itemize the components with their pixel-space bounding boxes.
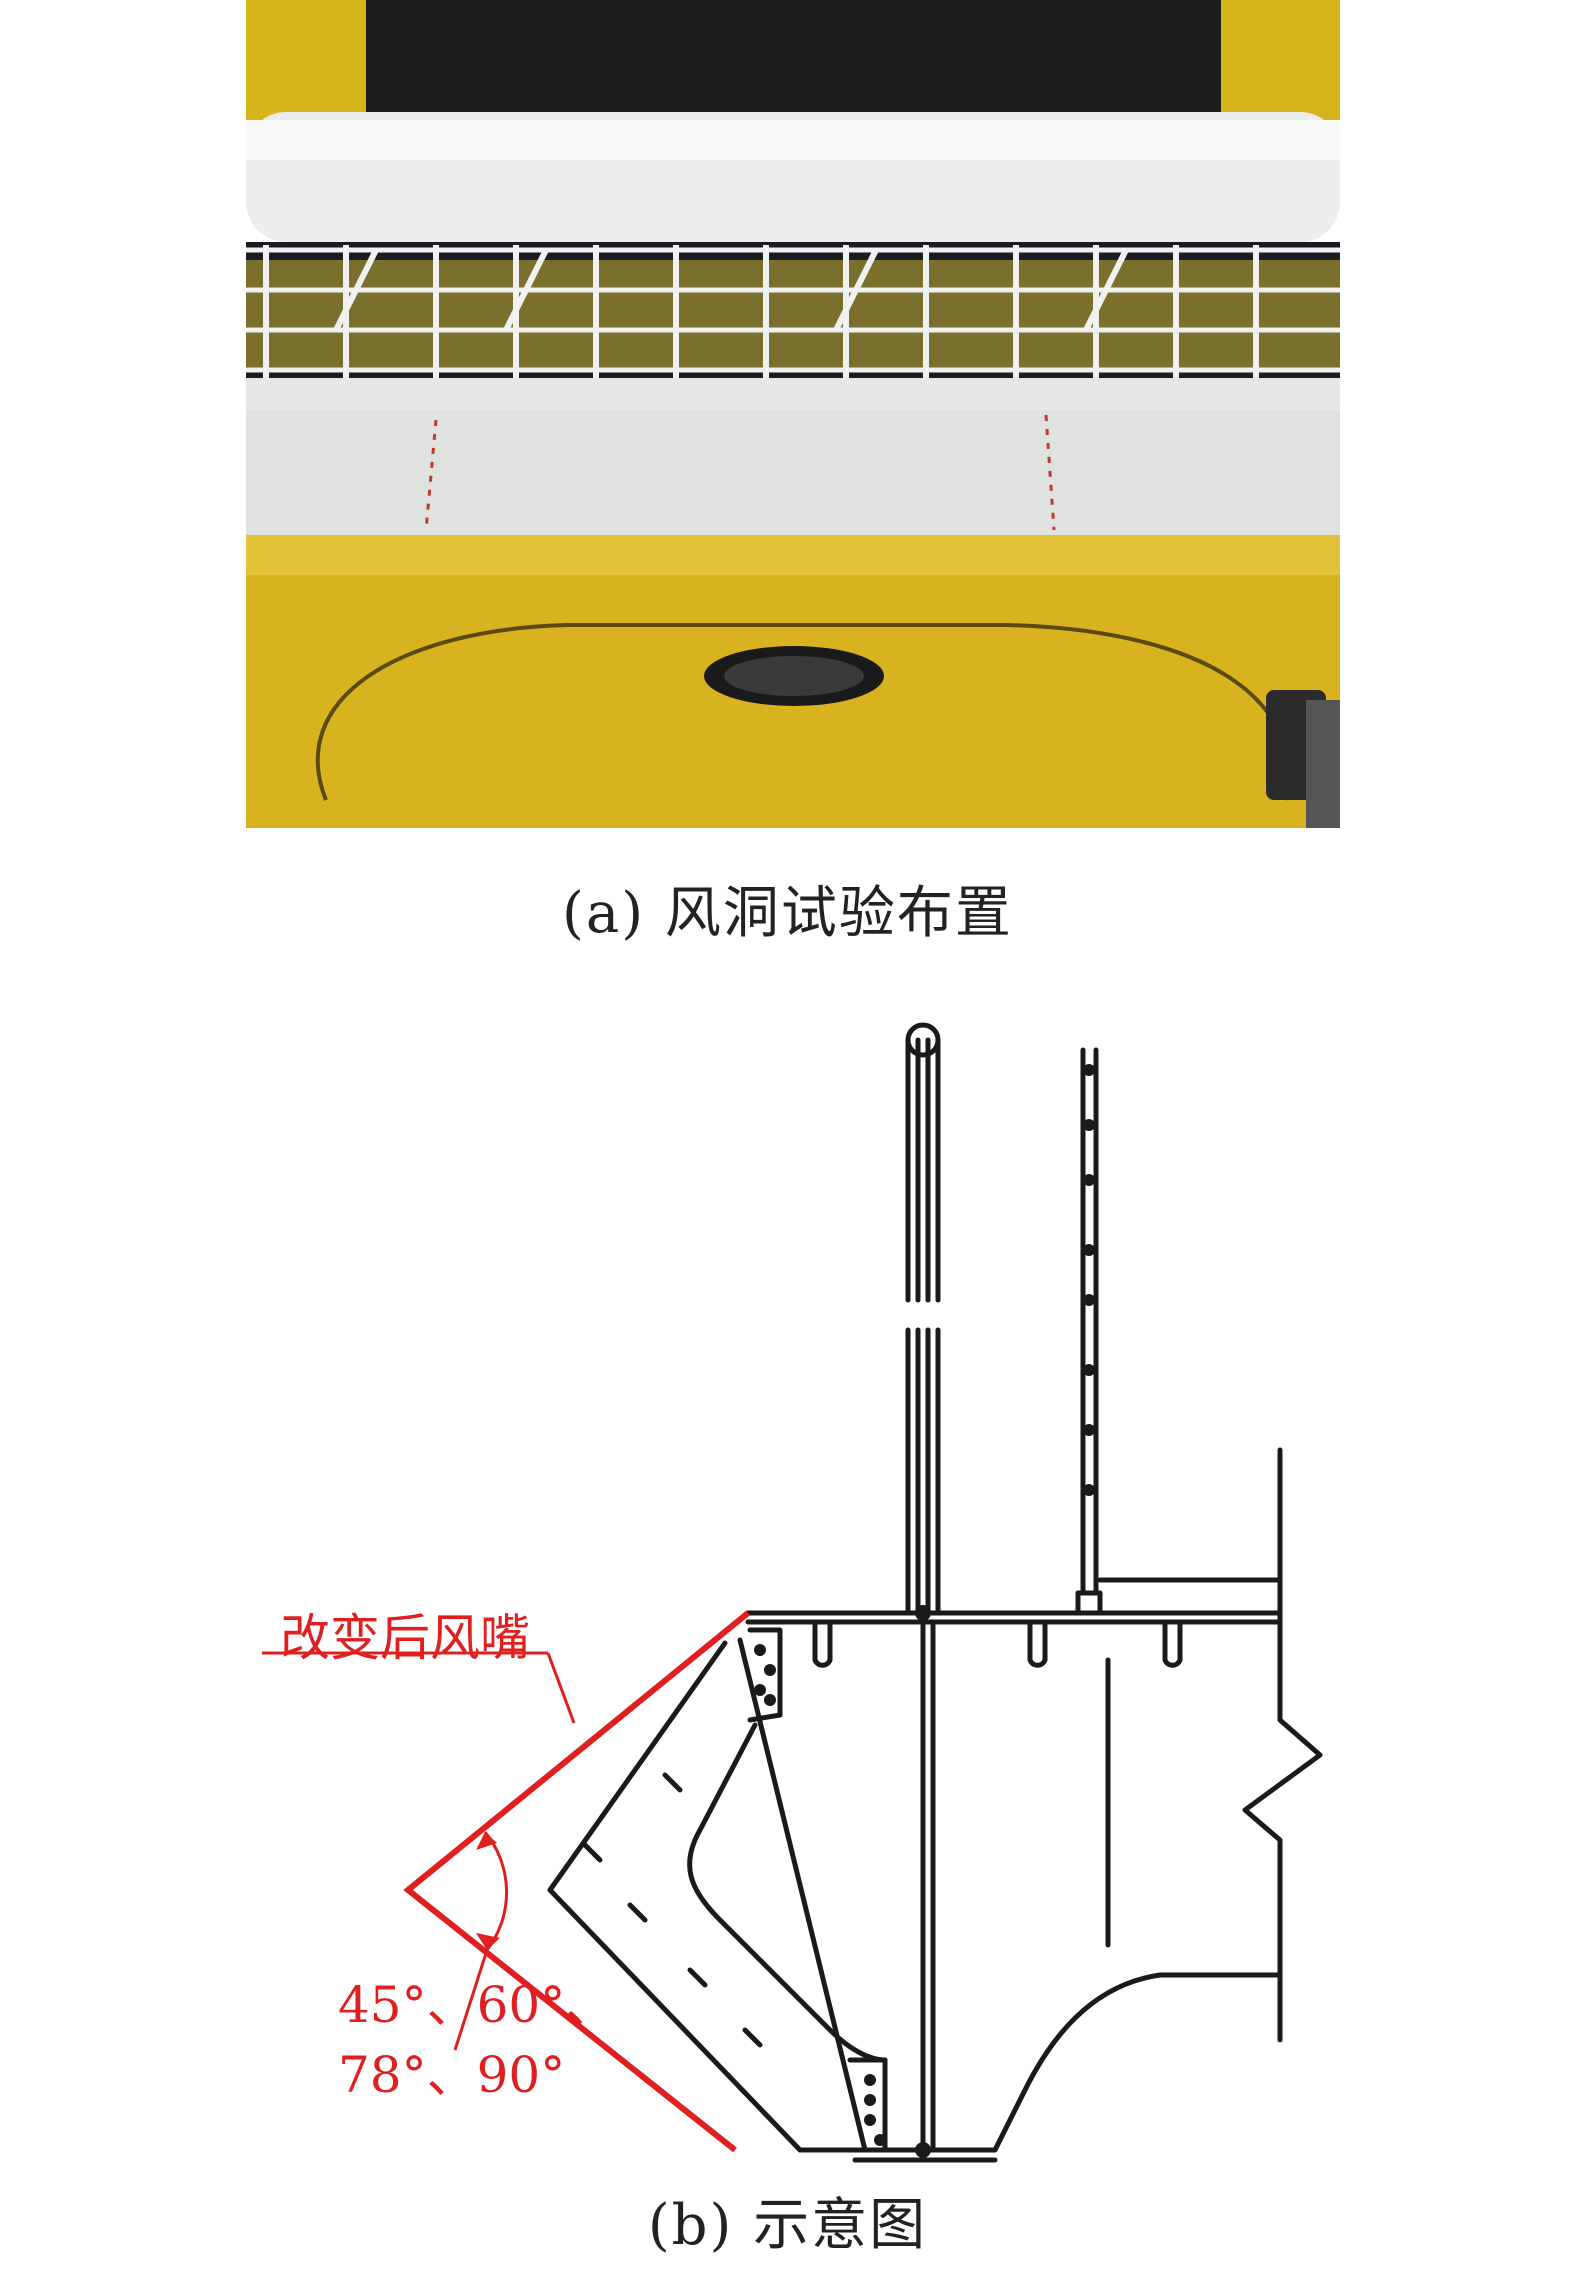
- modified-nozzle-label: 改变后风嘴: [280, 1609, 530, 1667]
- caption-panel-b: (b) 示意图: [647, 2193, 928, 2258]
- cross-section-schematic: [0, 990, 1575, 2180]
- caption-panel-a: (a) 风洞试验布置: [562, 881, 1013, 946]
- angle-values-line-2: 78°、90°: [338, 2046, 566, 2104]
- angle-values-line-1: 45°、60°、: [338, 1976, 616, 2034]
- wind-tunnel-photo: [246, 0, 1340, 828]
